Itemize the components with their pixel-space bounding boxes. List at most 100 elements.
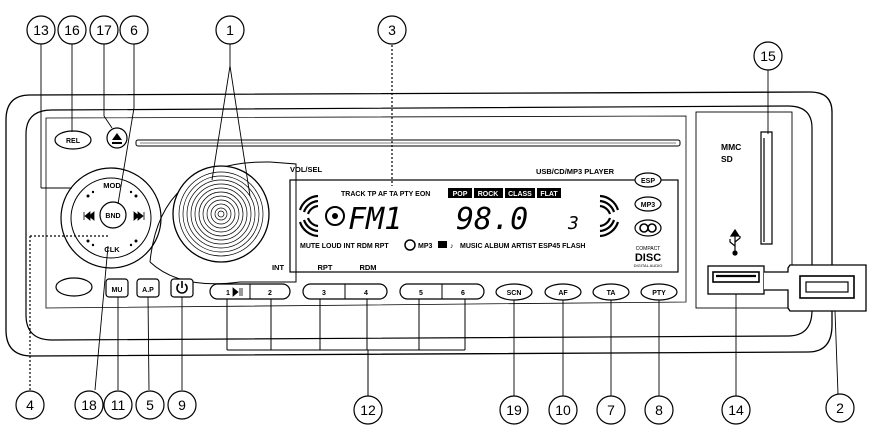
callout-5: 5 [135,390,165,420]
af-label: AF [558,290,568,297]
sd-label: SD [721,154,733,164]
preset-bracket [226,299,466,396]
mp3-logo-label: MP3 [641,202,656,209]
disc-label: DISC [635,252,661,264]
disc-indicator-icon [325,206,345,226]
svg-text:6: 6 [130,22,138,38]
callout-11: 11 [103,390,133,420]
preset-1-button[interactable]: 1 [226,290,230,297]
bnd-button[interactable] [99,201,127,229]
eq-rock: ROCK [478,191,499,198]
prev-track-icon [83,211,95,221]
int-label: INT [272,263,285,272]
svg-text:14: 14 [728,402,744,418]
callout-9: 9 [167,390,197,420]
power-icon [176,281,188,294]
ap-label: A.P [142,287,154,294]
lcd-bottom-left: MUTE LOUD INT RDM RPT [300,243,389,250]
lcd-bottom-right: MUSIC ALBUM ARTIST ESP45 FLASH [460,243,586,250]
digital-audio-label: DIGITAL AUDIO [634,263,663,268]
dotted-leaders [29,45,393,392]
preset-5-button[interactable]: 5 [419,290,423,297]
pty-label: PTY [652,290,666,297]
next-track-icon [133,211,145,221]
svg-text:15: 15 [760,48,776,64]
callout-15: 15 [753,41,783,71]
spectrum-right [599,194,620,238]
ring-dots [86,190,138,247]
knob-grooves [178,171,264,257]
lcd-disc-icon [404,239,416,251]
control-ring-inner[interactable] [70,177,152,259]
preset-2-button[interactable]: 2 [268,290,272,297]
lcd-display [289,179,679,273]
rel-label: REL [66,138,81,145]
leader-lines [40,43,839,396]
inner-frame [45,115,687,309]
compact-label: COMPACT [636,246,661,252]
mmc-label: MMC [721,142,741,152]
svg-text:17: 17 [96,22,112,38]
lcd-band: FM1 [348,202,402,237]
player-label: USB/CD/MP3 PLAYER [536,167,615,176]
callout-2: 2 [825,393,855,423]
svg-text:7: 7 [607,402,615,418]
mp3-logo [634,196,662,212]
callout-10: 10 [548,395,578,425]
lcd-preset: 3 [567,213,579,234]
lcd-folder-icon [438,241,447,248]
bnd-label: BND [105,213,120,220]
lcd-frequency: 98.0 [456,202,528,237]
play-pause-icon [232,287,243,297]
mu-label: MU [112,287,123,294]
svg-text:18: 18 [81,397,97,413]
rel-button[interactable] [54,130,92,150]
callout-12: 12 [353,395,383,425]
mmc-panel [695,111,793,309]
svg-text:1: 1 [226,22,234,38]
svg-text:16: 16 [64,22,80,38]
eq-pop: POP [453,191,468,198]
volume-knob[interactable] [172,165,270,263]
svg-text:11: 11 [111,397,126,413]
spectrum-left [298,194,319,238]
callout-19: 19 [499,395,529,425]
blank-button[interactable] [55,277,93,297]
sd-card-slot[interactable] [760,131,773,245]
preset-4-button[interactable]: 4 [364,290,368,297]
callout-3: 3 [377,15,407,45]
lcd-note-icon: ♪ [450,243,454,250]
clk-label: CLK [104,245,120,254]
ta-label: TA [607,290,616,297]
preset-6-button[interactable]: 6 [461,290,465,297]
svg-text:10: 10 [555,402,571,418]
rpt-label: RPT [318,263,333,272]
eq-class: CLASS [508,191,532,198]
lcd-top-row: TRACK TP AF TA PTY EON [341,191,430,198]
esp-label: ESP [641,178,655,185]
mod-label: MOD [103,181,121,190]
svg-text:19: 19 [506,402,522,418]
faceplate [25,105,813,341]
vol-sel-label: VOL/SEL [290,165,323,174]
callout-1: 1 [215,15,245,45]
svg-text:4: 4 [26,397,34,413]
mu-button[interactable] [105,278,129,298]
scn-label: SCN [507,290,522,297]
svg-text:13: 13 [33,22,49,38]
rdm-label: RDM [359,263,376,272]
svg-text:9: 9 [178,397,186,413]
svg-text:12: 12 [360,402,376,418]
svg-text:8: 8 [655,402,663,418]
callout-8: 8 [644,395,674,425]
lcd-mp3: MP3 [418,243,433,250]
preset-3-button[interactable]: 3 [322,290,326,297]
outer-housing [5,91,833,357]
eq-flat: FLAT [540,191,558,198]
callout-18: 18 [74,390,104,420]
callout-14: 14 [721,395,751,425]
usb-icon [729,228,741,256]
svg-text:3: 3 [388,22,396,38]
svg-text:2: 2 [836,400,844,416]
callout-17: 17 [89,15,119,45]
